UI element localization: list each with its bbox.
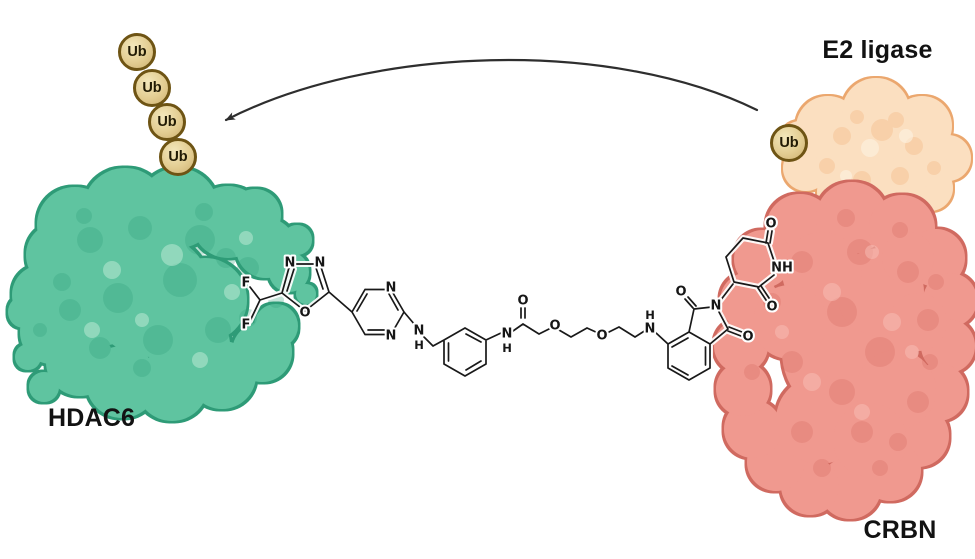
hdac6-surface-texture <box>33 203 284 377</box>
atom-F-2: F <box>242 318 251 333</box>
crbn-blob <box>714 182 975 519</box>
atom-ether-O2: O <box>596 329 607 344</box>
atom-aniline-H: H <box>645 308 655 322</box>
atom-pyrimidine-N2: N <box>386 329 397 344</box>
atom-labels: F F N N O N N N H N H O O O H N N O O O <box>240 215 795 358</box>
crbn-surface-texture <box>744 209 944 477</box>
atom-glutarimide-O2: O <box>766 300 777 315</box>
hdac6-label: HDAC6 <box>48 404 136 432</box>
e2-ligase-label: E2 ligase <box>822 36 933 64</box>
ubiquitin-badge-1: Ub <box>118 33 156 71</box>
atom-ether-O1: O <box>549 319 560 334</box>
atom-oxadiazole-O: O <box>299 306 310 321</box>
atom-glutarimide-O1: O <box>765 217 776 232</box>
atom-amide-O: O <box>517 294 528 309</box>
atom-amine-H: H <box>414 338 424 352</box>
ubiquitin-badge-2: Ub <box>133 69 171 107</box>
atom-imide-O2: O <box>742 330 753 345</box>
crbn-label: CRBN <box>863 516 937 544</box>
atom-F-1: F <box>242 276 251 291</box>
atom-aniline-N: N <box>645 322 656 337</box>
protac-molecule: F F N N O N N N H N H O O O H N N O O O <box>240 215 795 381</box>
atom-imide-N: N <box>711 299 722 314</box>
atom-amide-H: H <box>502 341 512 355</box>
ubiquitin-transfer-arrow <box>224 58 759 122</box>
ubiquitin-badge-3: Ub <box>148 103 186 141</box>
hdac6-blob <box>8 168 316 421</box>
atom-amine-N: N <box>414 324 425 339</box>
ubiquitin-badge-e2: Ub <box>770 124 808 162</box>
atom-glutarimide-NH: NH <box>771 261 793 276</box>
atom-amide-N: N <box>502 327 513 342</box>
atom-imide-O1: O <box>675 285 686 300</box>
atom-oxadiazole-N2: N <box>315 256 326 271</box>
ubiquitin-badge-4: Ub <box>159 138 197 176</box>
atom-pyrimidine-N1: N <box>386 281 397 296</box>
e2-surface-texture <box>819 110 941 189</box>
atom-oxadiazole-N1: N <box>285 256 296 271</box>
